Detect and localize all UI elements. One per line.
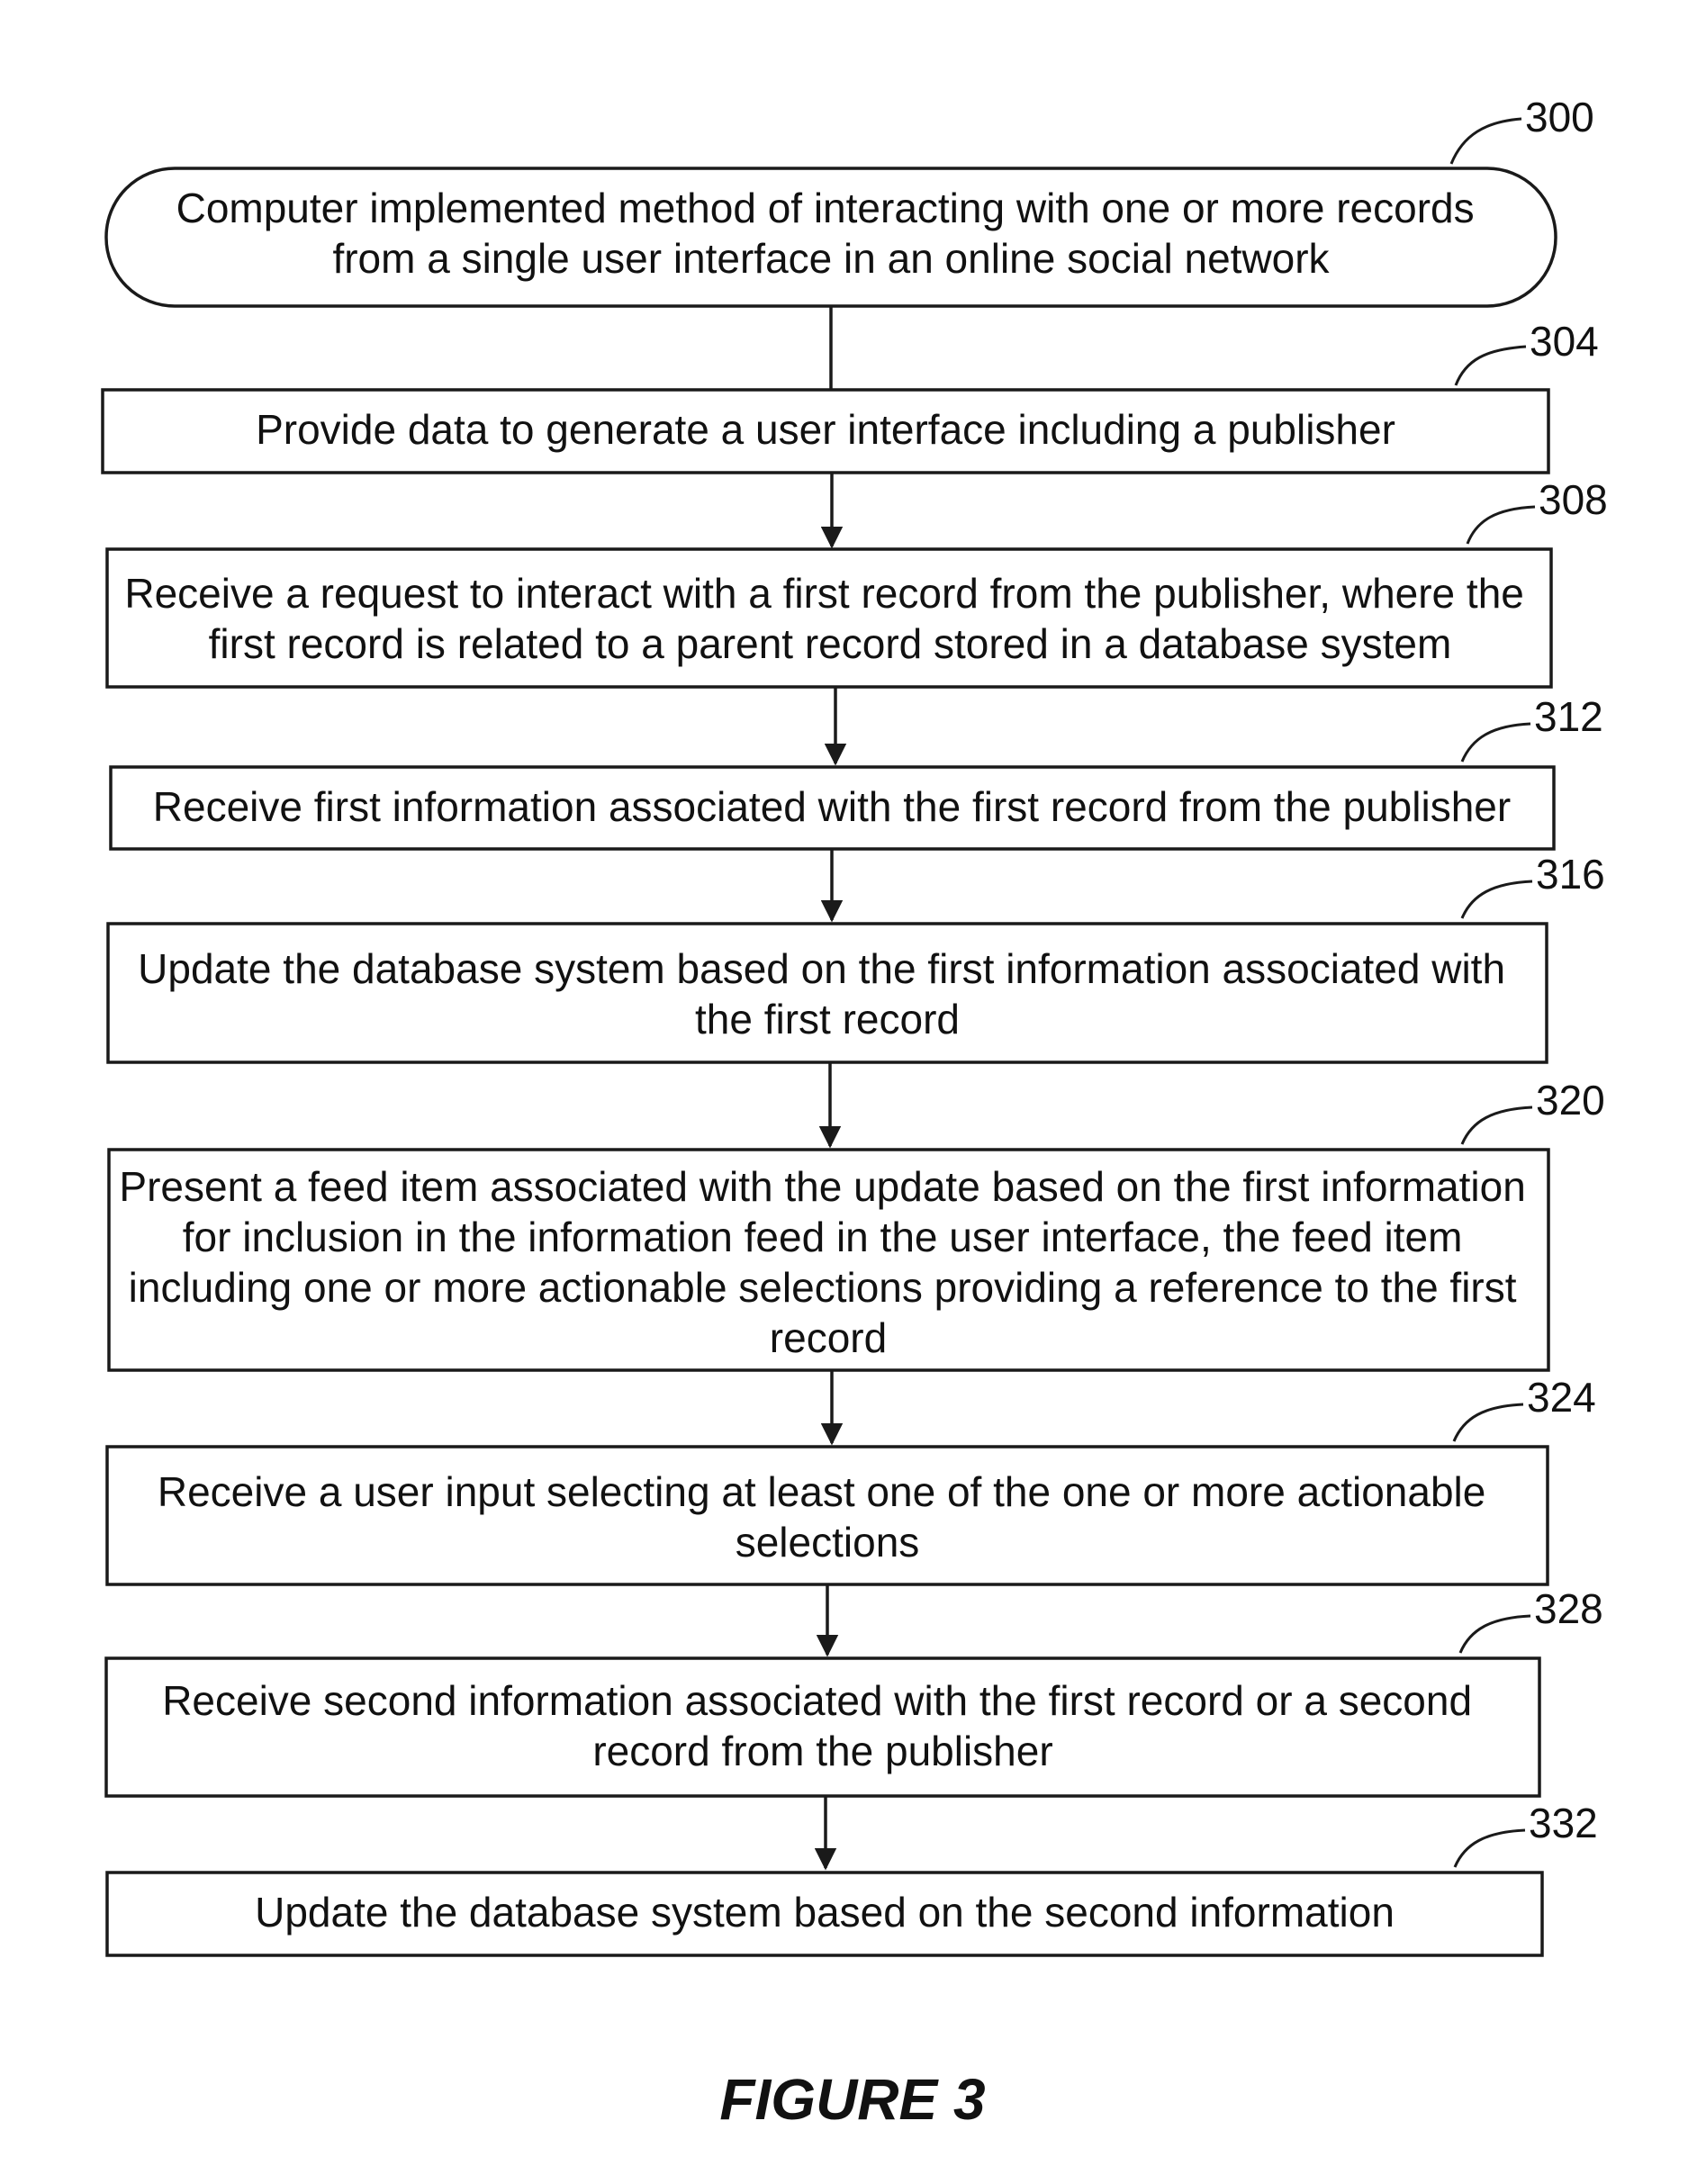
step-320-line-1: Present a feed item associated with the … (119, 1163, 1525, 1210)
step-316-line-2: the first record (695, 996, 960, 1042)
svg-text:Update the database system bas: Update the database system based on the … (255, 1889, 1395, 1936)
figure-caption: FIGURE 3 (719, 2067, 985, 2132)
start-line-1: Computer implemented method of interacti… (176, 185, 1475, 231)
svg-text:Receive first information asso: Receive first information associated wit… (153, 783, 1511, 830)
step-304: Provide data to generate a user interfac… (103, 318, 1599, 473)
step-308-line-2: first record is related to a parent reco… (209, 620, 1452, 667)
step-324: Receive a user input selecting at least … (107, 1374, 1596, 1584)
step-324-line-1: Receive a user input selecting at least … (158, 1468, 1485, 1515)
start-line-2: from a single user interface in an onlin… (332, 235, 1330, 282)
step-328-line-2: record from the publisher (592, 1728, 1052, 1774)
ref-label-324: 324 (1527, 1374, 1596, 1421)
step-316-line-1: Update the database system based on the … (138, 945, 1505, 992)
svg-text:Provide data to generate a use: Provide data to generate a user interfac… (256, 406, 1395, 453)
step-332-line-1: Update the database system based on the … (255, 1889, 1395, 1936)
step-332: Update the database system based on the … (107, 1800, 1598, 1955)
step-312: Receive first information associated wit… (111, 693, 1603, 849)
step-328: Receive second information associated wi… (106, 1585, 1603, 1796)
step-308-line-1: Receive a request to interact with a fir… (124, 570, 1524, 617)
step-316: Update the database system based on the … (108, 851, 1605, 1062)
ref-label-304: 304 (1530, 318, 1599, 365)
ref-label-328: 328 (1534, 1585, 1603, 1632)
step-328-line-1: Receive second information associated wi… (162, 1677, 1472, 1724)
step-304-line-1: Provide data to generate a user interfac… (256, 406, 1395, 453)
step-320-line-4: record (770, 1314, 887, 1361)
step-324-line-2: selections (736, 1519, 920, 1566)
ref-label-320: 320 (1536, 1077, 1605, 1124)
ref-label-300: 300 (1525, 94, 1594, 140)
step-320-line-3: including one or more actionable selecti… (129, 1264, 1517, 1311)
ref-label-316: 316 (1536, 851, 1605, 898)
ref-label-332: 332 (1529, 1800, 1598, 1846)
step-308: Receive a request to interact with a fir… (107, 476, 1608, 687)
start-terminal: Computer implemented method of interacti… (106, 94, 1594, 306)
ref-label-312: 312 (1534, 693, 1603, 740)
step-320: Present a feed item associated with the … (109, 1077, 1605, 1370)
ref-label-308: 308 (1539, 476, 1608, 523)
step-320-line-2: for inclusion in the information feed in… (183, 1214, 1463, 1260)
step-312-line-1: Receive first information associated wit… (153, 783, 1511, 830)
